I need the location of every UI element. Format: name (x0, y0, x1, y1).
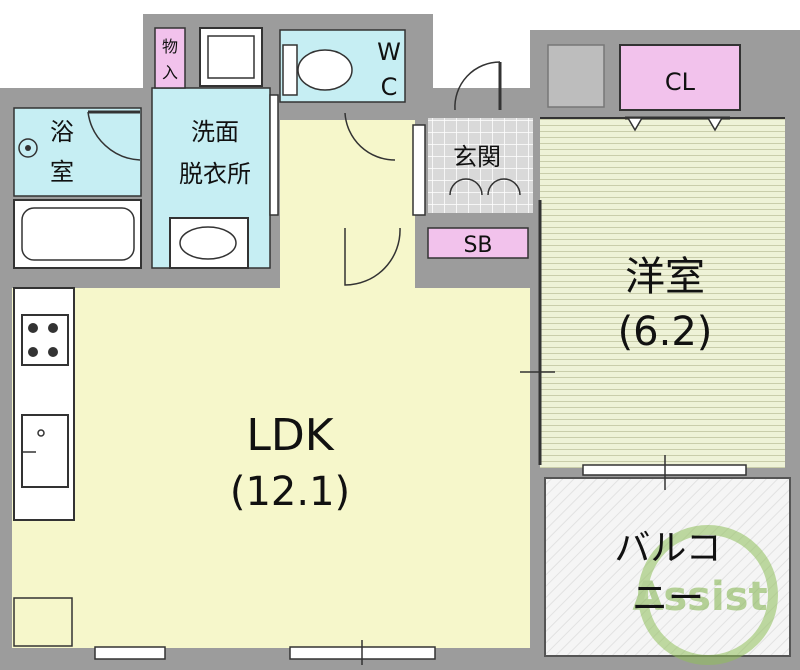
windows (94, 371, 747, 665)
closet-label: CL (665, 68, 696, 96)
bath-label-1: 浴 (50, 118, 74, 146)
western-size: (6.2) (618, 309, 713, 355)
ldk-size: (12.1) (230, 469, 350, 515)
bathtub (13, 199, 142, 269)
ldk-label: LDK (246, 410, 334, 461)
entrance (412, 61, 533, 216)
stove-icon (21, 314, 69, 366)
toilet-label-2: C (381, 73, 398, 101)
watermark-text: Assist (632, 574, 767, 620)
balcony-label-1: バルコ (614, 528, 721, 569)
kitchen-counter (13, 287, 75, 521)
storage-label-1: 物 (162, 37, 178, 56)
bath-area (13, 107, 142, 197)
shoebox (427, 227, 529, 259)
balcony-label-2: ニー (632, 578, 704, 619)
ldk-door (344, 227, 401, 286)
storage (154, 27, 186, 89)
fridge-space (13, 597, 73, 647)
toilet-label-1: W (377, 38, 401, 66)
shoebox-label: SB (463, 233, 492, 258)
entrance-label: 玄関 (453, 143, 501, 171)
watermark: Assist (632, 525, 778, 665)
storage-label-2: 入 (162, 63, 178, 82)
washroom (151, 27, 279, 269)
washroom-label-1: 洗面 (191, 118, 239, 146)
washroom-label-2: 脱衣所 (179, 160, 251, 188)
closet (547, 44, 741, 132)
western-room (538, 117, 785, 468)
western-label: 洋室 (625, 254, 705, 300)
balcony (544, 477, 791, 657)
bath-label-2: 室 (50, 158, 74, 186)
toilet-room (279, 29, 406, 161)
sink-icon (21, 414, 69, 488)
